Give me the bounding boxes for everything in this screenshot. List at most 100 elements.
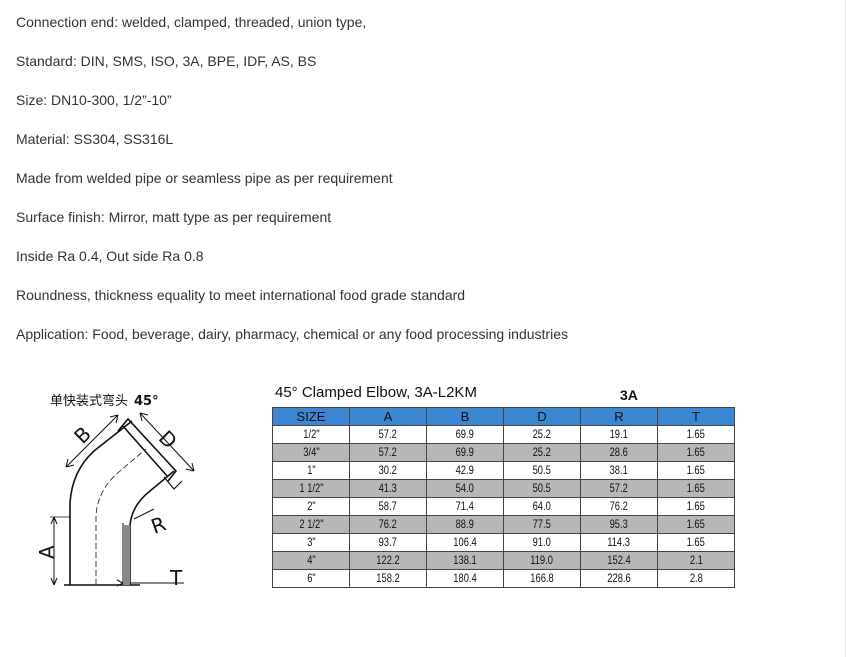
- table-title: 45° Clamped Elbow, 3A-L2KM: [275, 384, 477, 401]
- table-row: 3/4" 57.2 69.9 25.2 28.6 1.65: [272, 443, 735, 462]
- table-row: 4" 122.2 138.1 119.0 152.4 2.1: [272, 551, 735, 570]
- spec-standard: Standard: DIN, SMS, ISO, 3A, BPE, IDF, A…: [16, 53, 317, 69]
- table-cell-a: 158.2: [349, 569, 427, 588]
- table-cell-value: 76.2: [609, 499, 629, 513]
- table-cell-t: 1.65: [657, 425, 735, 444]
- table-cell-a: 122.2: [349, 551, 427, 570]
- table-cell-b: 106.4: [426, 533, 504, 552]
- table-cell-value: 2.1: [689, 553, 703, 567]
- table-cell-value: 6": [306, 571, 316, 585]
- spec-application: Application: Food, beverage, dairy, phar…: [16, 326, 568, 342]
- table-cell-value: 57.2: [378, 445, 398, 459]
- wall-section-hatch: [123, 525, 130, 585]
- table-cell-value: 54.0: [455, 481, 475, 495]
- table-cell-r: 228.6: [580, 569, 658, 588]
- col-a: A: [349, 407, 427, 426]
- spec-pipe-type: Made from welded pipe or seamless pipe a…: [16, 170, 393, 186]
- table-cell-value: 1/2": [302, 427, 320, 441]
- table-cell-r: 152.4: [580, 551, 658, 570]
- table-cell-value: 69.9: [455, 445, 475, 459]
- table-cell-value: 2": [306, 499, 316, 513]
- table-cell-a: 57.2: [349, 425, 427, 444]
- table-row: 2" 58.7 71.4 64.0 76.2 1.65: [272, 497, 735, 516]
- table-cell-b: 88.9: [426, 515, 504, 534]
- table-cell-b: 42.9: [426, 461, 504, 480]
- table-cell-value: 1.65: [686, 445, 706, 459]
- table-cell-r: 28.6: [580, 443, 658, 462]
- table-cell-d: 25.2: [503, 443, 581, 462]
- dimension-r-label: R: [148, 511, 169, 538]
- table-cell-t: 1.65: [657, 515, 735, 534]
- drawing-caption-text: 单快装式弯头: [50, 394, 129, 409]
- table-cell-value: 3/4": [302, 445, 320, 459]
- spec-roundness: Roundness, thickness equality to meet in…: [16, 287, 466, 303]
- col-r: R: [580, 407, 658, 426]
- table-cell-d: 166.8: [503, 569, 581, 588]
- table-cell-d: 64.0: [503, 497, 581, 516]
- table-cell-b: 180.4: [426, 569, 504, 588]
- spec-material: Material: SS304, SS316L: [16, 131, 174, 147]
- table-cell-d: 25.2: [503, 425, 581, 444]
- table-cell-b: 69.9: [426, 443, 504, 462]
- table-cell-value: 166.8: [530, 571, 554, 585]
- spec-roughness: Inside Ra 0.4, Out side Ra 0.8: [16, 248, 204, 264]
- table-cell-value: 93.7: [378, 535, 398, 549]
- table-cell-b: 71.4: [426, 497, 504, 516]
- table-cell-d: 50.5: [503, 479, 581, 498]
- table-cell-value: 158.2: [376, 571, 400, 585]
- table-cell-r: 95.3: [580, 515, 658, 534]
- table-cell-r: 114.3: [580, 533, 658, 552]
- table-cell-value: 50.5: [532, 463, 552, 477]
- table-header-row: SIZE A B D R T: [272, 407, 735, 426]
- table-cell-value: 1.65: [686, 535, 706, 549]
- table-cell-t: 1.65: [657, 497, 735, 516]
- elbow-inner-wall: [129, 470, 175, 585]
- table-cell-value: 64.0: [532, 499, 552, 513]
- table-cell-d: 91.0: [503, 533, 581, 552]
- table-cell-a: 76.2: [349, 515, 427, 534]
- spec-connection-end: Connection end: welded, clamped, threade…: [16, 14, 367, 30]
- table-cell-size: 2": [272, 497, 350, 516]
- table-cell-a: 41.3: [349, 479, 427, 498]
- table-cell-value: 122.2: [376, 553, 400, 567]
- table-cell-size: 6": [272, 569, 350, 588]
- table-cell-value: 119.0: [530, 553, 554, 567]
- table-cell-size: 3/4": [272, 443, 350, 462]
- drawing-angle: 45°: [134, 394, 159, 409]
- table-cell-d: 50.5: [503, 461, 581, 480]
- spec-size: Size: DN10-300, 1/2”-10”: [16, 92, 172, 108]
- col-size: SIZE: [272, 407, 350, 426]
- table-cell-r: 76.2: [580, 497, 658, 516]
- table-cell-a: 30.2: [349, 461, 427, 480]
- table-cell-t: 1.65: [657, 479, 735, 498]
- table-cell-t: 2.1: [657, 551, 735, 570]
- table-cell-value: 106.4: [453, 535, 477, 549]
- table-cell-value: 91.0: [532, 535, 552, 549]
- table-cell-a: 93.7: [349, 533, 427, 552]
- spec-list: Connection end: welded, clamped, threade…: [16, 13, 568, 364]
- table-cell-value: 19.1: [609, 427, 629, 441]
- table-cell-value: 4": [306, 553, 316, 567]
- table-cell-t: 1.65: [657, 533, 735, 552]
- table-cell-value: 69.9: [455, 427, 475, 441]
- table-cell-value: 25.2: [532, 445, 552, 459]
- table-cell-value: 25.2: [532, 427, 552, 441]
- table-cell-value: 76.2: [378, 517, 398, 531]
- table-cell-a: 58.7: [349, 497, 427, 516]
- table-cell-value: 180.4: [453, 571, 477, 585]
- table-cell-r: 19.1: [580, 425, 658, 444]
- table-cell-value: 88.9: [455, 517, 475, 531]
- table-cell-b: 138.1: [426, 551, 504, 570]
- elbow-outer-wall: [69, 420, 133, 585]
- table-cell-value: 1.65: [686, 463, 706, 477]
- table-cell-t: 2.8: [657, 569, 735, 588]
- dimension-d-label: D: [154, 426, 182, 454]
- table-cell-value: 28.6: [609, 445, 629, 459]
- table-cell-value: 71.4: [455, 499, 475, 513]
- table-cell-value: 1.65: [686, 499, 706, 513]
- table-cell-value: 57.2: [378, 427, 398, 441]
